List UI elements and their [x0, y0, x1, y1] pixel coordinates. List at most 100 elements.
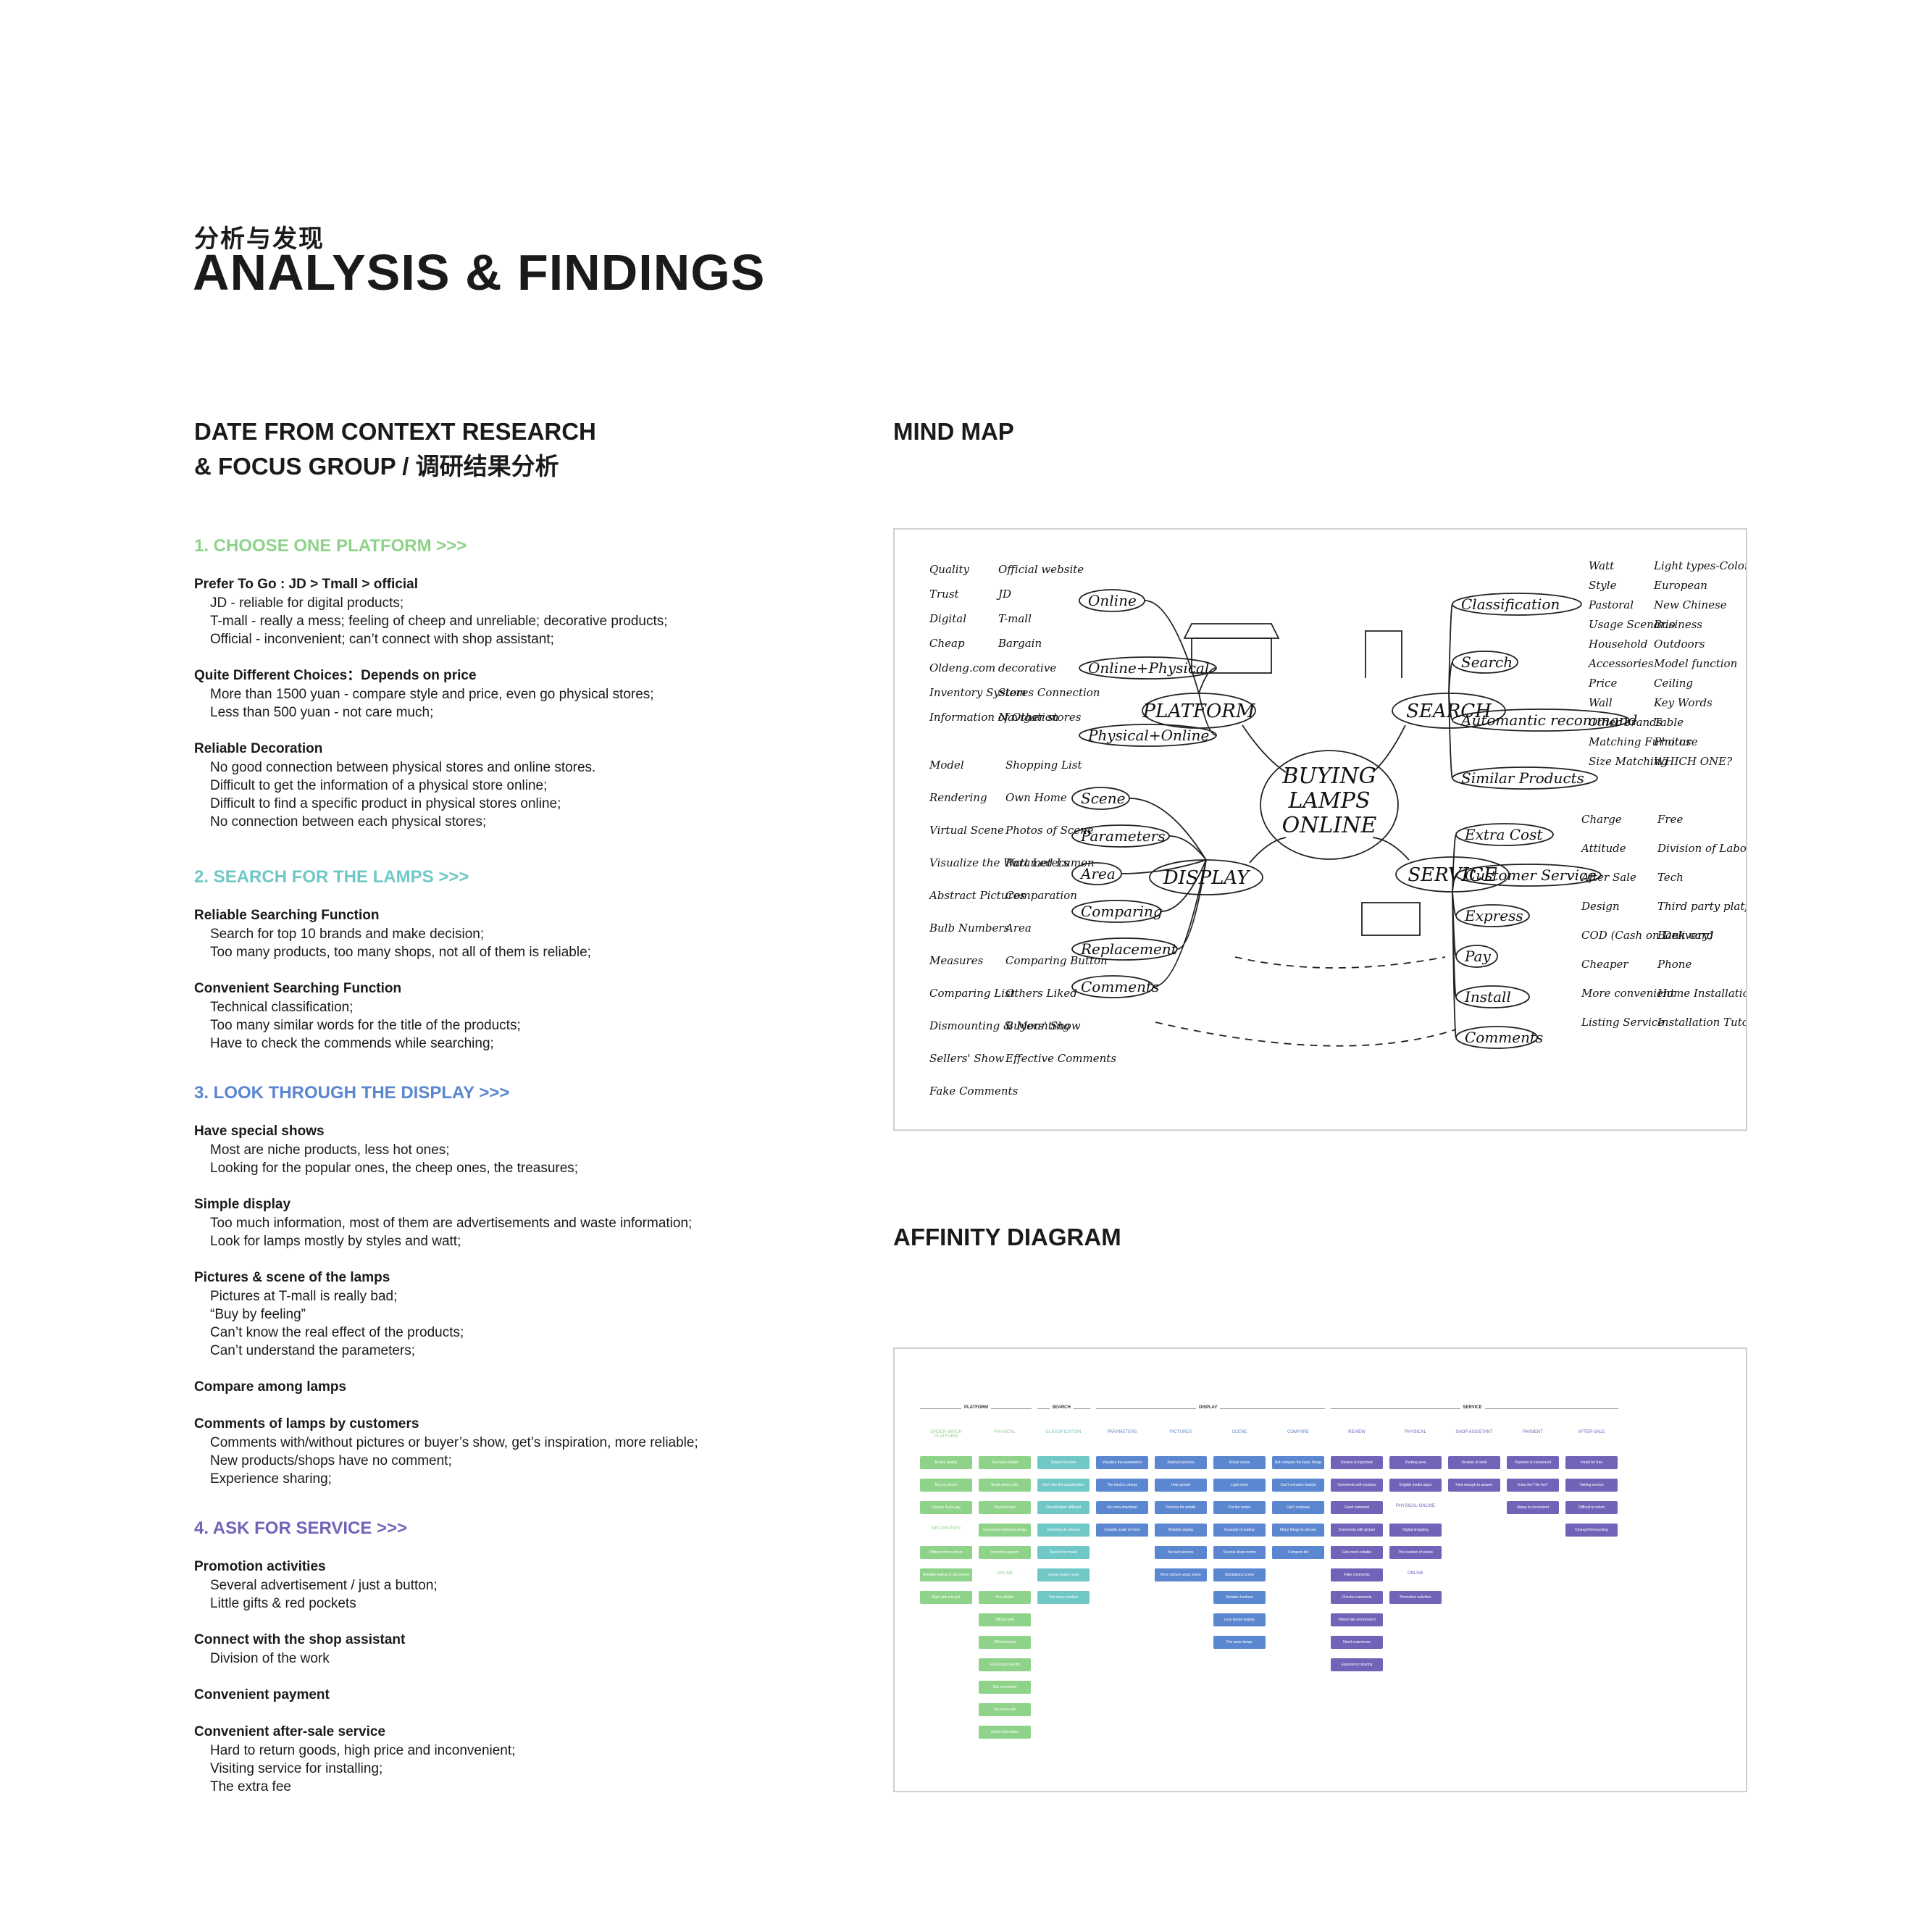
hub-connector — [1249, 837, 1287, 864]
service-word: Free — [1657, 813, 1683, 826]
research-sections: 1. CHOOSE ONE PLATFORM >>>Prefer To Go :… — [194, 536, 919, 1796]
store-awning-sketch — [1183, 623, 1280, 639]
search-word: Style — [1589, 579, 1617, 592]
center-node-label: LAMPS — [1287, 788, 1370, 814]
platform-word: Information of Other stores — [929, 711, 1082, 724]
finding-title: Comments of lamps by customers — [194, 1416, 419, 1432]
search-word: Size Matching — [1589, 755, 1668, 768]
center-node-label: BUYING — [1281, 764, 1376, 789]
dashed-connector — [1234, 956, 1446, 969]
sticky-note: Too many ads — [979, 1703, 1031, 1716]
service-node-label: Pay — [1464, 948, 1491, 965]
finding-item: Reliable Decoration No good connection be… — [194, 740, 919, 831]
display-node-connector — [1129, 798, 1207, 861]
mindmap-heading: MIND MAP — [893, 418, 1014, 445]
sticky-note: Review is important — [1331, 1456, 1383, 1469]
sticky-note: Connection between shops — [979, 1524, 1031, 1537]
sticky-note: Don't like the classification — [1037, 1479, 1090, 1492]
sticky-note: Reliable display — [1155, 1524, 1207, 1537]
platform-word: Oldeng.com — [929, 661, 995, 674]
sticky-note: Put same lamps — [1213, 1636, 1266, 1649]
display-node-connector — [1168, 835, 1207, 861]
hub-connector — [1242, 724, 1287, 773]
service-word: Charge — [1581, 813, 1622, 826]
display-word: Buyers' Show — [1005, 1019, 1081, 1032]
finding-line: No good connection between physical stor… — [210, 760, 596, 775]
sticky-note: Visiting service — [1565, 1479, 1618, 1492]
display-word: Dismounting & Mounting — [929, 1019, 1070, 1032]
finding-line: T-mall - really a mess; feeling of cheep… — [210, 614, 668, 629]
sticky-note: Find lamps directly — [979, 1658, 1031, 1671]
display-word: Comparing List — [929, 987, 1016, 1000]
service-word: COD (Cash on Delivery) — [1581, 929, 1713, 942]
section-title: 3. LOOK THROUGH THE DISPLAY >>> — [194, 1083, 510, 1103]
platform-word: Bargain — [998, 637, 1042, 650]
sticky-note: More picture using scene — [1155, 1568, 1207, 1581]
finding-line: JD - reliable for digital products; — [210, 595, 404, 611]
sticky-note: Search function — [1037, 1456, 1090, 1469]
sticky-note: Right place to put — [920, 1591, 972, 1604]
finding-line: Too much information, most of them are a… — [210, 1216, 693, 1231]
display-node-label: Parameters — [1080, 827, 1165, 845]
service-word: Attitude — [1580, 842, 1626, 855]
finding-title: Connect with the shop assistant — [194, 1632, 406, 1647]
sticky-note: Several show rooms — [1213, 1546, 1266, 1559]
finding-line: New products/shops have no comment; — [210, 1453, 452, 1468]
finding-line: Little gifts & red pockets — [210, 1596, 356, 1611]
sticky-note: Different from others — [920, 1546, 972, 1559]
search-word: Household — [1588, 638, 1647, 651]
finding-title: Have special shows — [194, 1124, 325, 1139]
service-node-label: Extra Cost — [1464, 826, 1543, 843]
search-word: Matching Furniture — [1588, 735, 1698, 748]
search-word: New Chinese — [1653, 598, 1727, 611]
sticky-note: Example of putting — [1213, 1524, 1266, 1537]
finding-title: Reliable Decoration — [194, 741, 323, 756]
platform-word: T-mall — [998, 612, 1032, 625]
finding-line: Pictures at T-mall is really bad; — [210, 1289, 398, 1304]
sticky-note: Extra fee? No fee? — [1507, 1479, 1559, 1492]
sticky-note: No extra download — [1096, 1501, 1148, 1514]
search-word: Watt — [1589, 559, 1615, 572]
search-word: Outdoors — [1654, 638, 1705, 651]
page-title: ANALYSIS & FINDINGS — [193, 244, 766, 301]
service-word: Bank card — [1657, 929, 1714, 942]
service-word: Phone — [1657, 958, 1691, 971]
display-word: Others Liked — [1005, 987, 1077, 1000]
sticky-note: Not connected — [979, 1681, 1031, 1694]
affinity-subgroup-label: PICTURES — [1169, 1430, 1192, 1434]
affinity-subgroup-label: PAYMENT — [1522, 1430, 1544, 1434]
search-node-connector — [1448, 661, 1453, 694]
lamp-sketch — [1365, 630, 1402, 678]
research-column: DATE FROM CONTEXT RESEARCH & FOCUS GROUP… — [194, 414, 919, 1814]
search-node-label: Automantic recommand — [1460, 711, 1637, 729]
service-word: Installation Tutorial — [1657, 1016, 1746, 1029]
platform-node-connector — [1198, 693, 1217, 736]
service-word: Home Installation — [1657, 987, 1746, 1000]
affinity-group-label: DISPLAY — [1196, 1405, 1221, 1410]
sticky-note: Simulations scene — [1213, 1568, 1266, 1581]
affinity-group-label: SEARCH — [1049, 1405, 1074, 1410]
research-section: 1. CHOOSE ONE PLATFORM >>>Prefer To Go :… — [194, 536, 919, 831]
sticky-note: Brand, quality — [920, 1456, 972, 1469]
search-word: Photos — [1653, 735, 1691, 748]
sticky-note: Help people — [1155, 1479, 1207, 1492]
box-sketch — [1361, 902, 1421, 936]
page-subtitle-cn: 分析与发现 — [194, 225, 325, 253]
affinity-subgroup-label: COMPARE — [1287, 1430, 1309, 1434]
display-word: Measures — [929, 954, 984, 967]
finding-line: Search for top 10 brands and make decisi… — [210, 927, 485, 942]
platform-word: JD — [996, 588, 1011, 601]
display-node-label: Comments — [1081, 978, 1159, 995]
display-word: Rendering — [929, 791, 987, 804]
sticky-note: English media signs — [1389, 1479, 1442, 1492]
platform-word: decorative — [998, 661, 1056, 674]
sticky-note: Good comment — [1331, 1501, 1383, 1514]
finding-line: Difficult to get the information of a ph… — [210, 778, 548, 793]
affinity-subgroup-label: PARAMETERS — [1107, 1430, 1137, 1434]
hub-node-label: SERVICE — [1408, 864, 1497, 886]
sticky-note: Good information — [979, 1726, 1031, 1739]
finding-title: Convenient after-sale service — [194, 1724, 386, 1739]
